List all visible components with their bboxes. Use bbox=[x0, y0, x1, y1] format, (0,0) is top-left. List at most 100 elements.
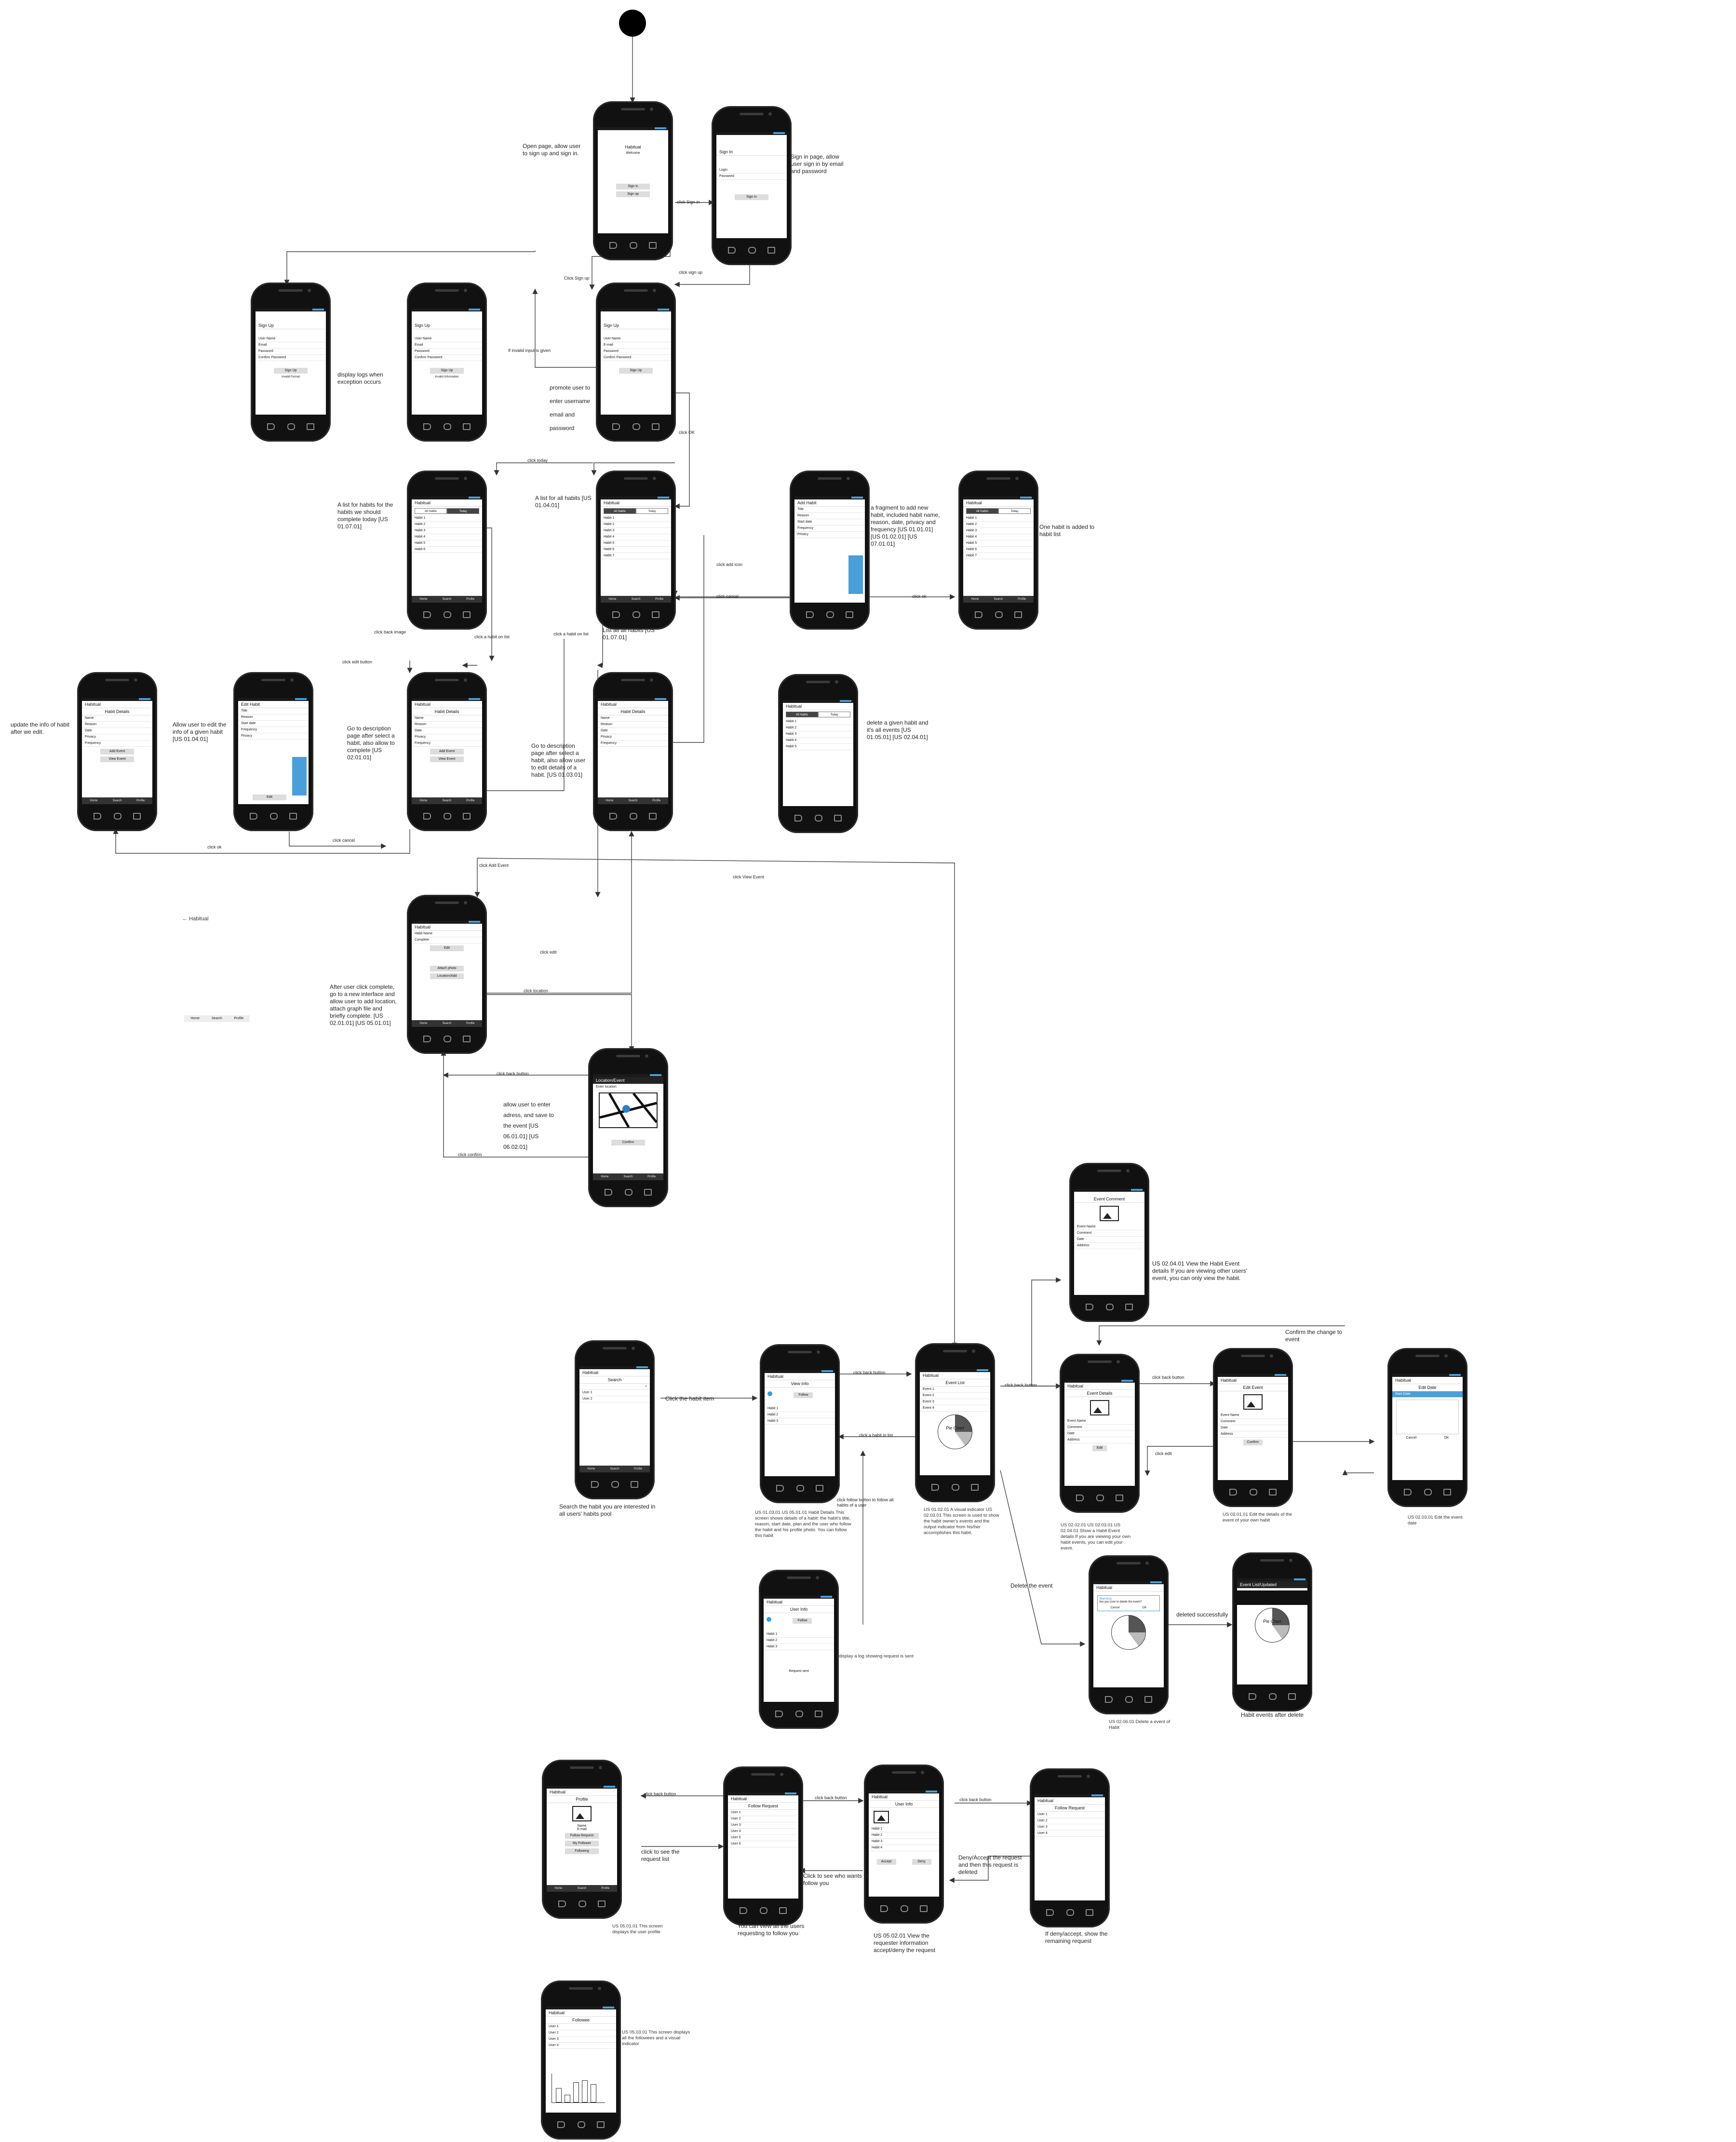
list-item[interactable]: User 1 bbox=[546, 2024, 616, 2030]
list-item[interactable]: Habit 3 bbox=[412, 528, 482, 534]
tab-today[interactable]: Today bbox=[818, 712, 850, 717]
nav-profile[interactable]: Profile bbox=[466, 598, 475, 601]
confirm-location-button[interactable]: Confirm bbox=[611, 1140, 645, 1145]
add-event-button[interactable]: Add Event bbox=[430, 749, 464, 754]
nav-home[interactable]: Home bbox=[971, 598, 979, 601]
sign-up-button[interactable]: Sign up bbox=[616, 191, 650, 197]
nav-home[interactable]: Home bbox=[554, 1887, 563, 1890]
nav-profile[interactable]: Profile bbox=[466, 799, 475, 802]
image-icon[interactable] bbox=[1243, 1394, 1263, 1410]
list-item[interactable]: Habit 7 bbox=[963, 553, 1034, 559]
day-picker[interactable] bbox=[292, 757, 307, 795]
list-item[interactable]: Event 4 bbox=[920, 1405, 990, 1412]
signup-mid-confirm[interactable]: Confirm Password bbox=[412, 355, 482, 361]
nav-home[interactable]: Home bbox=[90, 799, 98, 802]
signup-username[interactable]: User Name bbox=[601, 336, 671, 342]
location-input[interactable]: Enter location bbox=[593, 1084, 663, 1091]
day-picker[interactable] bbox=[848, 555, 863, 594]
signup-mid-button[interactable]: Sign Up bbox=[430, 368, 464, 374]
list-item[interactable]: Habit 6 bbox=[412, 547, 482, 553]
form-field[interactable]: Reason bbox=[238, 714, 309, 721]
sign-in-button[interactable]: Sign in bbox=[616, 184, 650, 189]
list-item[interactable]: User 1 bbox=[1035, 1812, 1105, 1818]
form-field[interactable]: Start date bbox=[238, 721, 309, 727]
list-item[interactable]: User 4 bbox=[728, 1829, 798, 1835]
list-item[interactable]: User 1 bbox=[579, 1390, 650, 1396]
tab-all-habits[interactable]: All Habits bbox=[604, 508, 636, 514]
list-item[interactable]: Habit 1 bbox=[765, 1406, 835, 1412]
list-item[interactable]: Habit 1 bbox=[412, 515, 482, 522]
list-item[interactable]: Habit 1 bbox=[963, 515, 1034, 522]
signup-err-confirm[interactable]: Confirm Password bbox=[256, 355, 326, 361]
signup-email[interactable]: E-mail bbox=[601, 342, 671, 349]
deny-button[interactable]: Deny bbox=[912, 1859, 931, 1865]
list-item[interactable]: Habit 5 bbox=[783, 744, 853, 750]
nav-profile[interactable]: Profile bbox=[601, 1887, 610, 1890]
nav-home[interactable]: Home bbox=[608, 598, 617, 601]
list-item[interactable]: Habit 5 bbox=[601, 540, 671, 547]
list-item[interactable]: Habit 2 bbox=[963, 522, 1034, 528]
login-field[interactable]: Login bbox=[716, 167, 787, 174]
nav-home[interactable]: Home bbox=[419, 799, 428, 802]
list-item[interactable]: Event 1 bbox=[920, 1387, 990, 1393]
tab-today[interactable]: Today bbox=[636, 508, 668, 514]
password-field[interactable]: Password bbox=[716, 174, 787, 180]
tab-today[interactable]: Today bbox=[998, 508, 1031, 514]
accept-button[interactable]: Accept bbox=[876, 1859, 896, 1865]
follow-request-button[interactable]: Follow Request bbox=[565, 1833, 599, 1839]
nav-profile[interactable]: Profile bbox=[634, 1468, 643, 1470]
map-icon[interactable] bbox=[599, 1092, 658, 1128]
list-item[interactable]: Event 2 bbox=[920, 1393, 990, 1399]
ok-button[interactable]: OK bbox=[1142, 1606, 1147, 1609]
list-item[interactable]: Habit 5 bbox=[963, 540, 1034, 547]
list-item[interactable]: Habit 4 bbox=[783, 738, 853, 744]
add-event-button[interactable]: Add Event bbox=[100, 749, 134, 754]
signup-mid-email[interactable]: Email bbox=[412, 342, 482, 349]
edit-event-button[interactable]: Edit bbox=[1092, 1445, 1107, 1451]
list-item[interactable]: Habit 6 bbox=[601, 547, 671, 553]
follow-button[interactable]: Follow bbox=[794, 1392, 813, 1398]
attach-photo-button[interactable]: Attach photo bbox=[430, 966, 464, 971]
form-field[interactable]: Frequency bbox=[238, 727, 309, 733]
nav-home[interactable]: Home bbox=[419, 1022, 428, 1025]
form-field[interactable]: Comment bbox=[1218, 1419, 1288, 1425]
tab-today[interactable]: Today bbox=[447, 508, 479, 514]
nav-profile[interactable]: Profile bbox=[1018, 598, 1026, 601]
nav-profile[interactable]: Profile bbox=[466, 1022, 475, 1025]
nav-home[interactable]: Home bbox=[606, 799, 614, 802]
nav-profile[interactable]: Profile bbox=[655, 598, 664, 601]
nav-search[interactable]: Search bbox=[623, 1175, 633, 1178]
list-item[interactable]: User 3 bbox=[1035, 1824, 1105, 1831]
confirm-button[interactable]: Confirm bbox=[1243, 1440, 1263, 1445]
form-field[interactable]: Event Name bbox=[1218, 1413, 1288, 1419]
list-item[interactable]: User 3 bbox=[546, 2036, 616, 2043]
list-item[interactable]: Habit 4 bbox=[963, 534, 1034, 540]
list-item[interactable]: Habit 5 bbox=[412, 540, 482, 547]
nav-home[interactable]: Home bbox=[587, 1468, 595, 1470]
list-item[interactable]: User 4 bbox=[546, 2043, 616, 2049]
list-item[interactable]: Habit 3 bbox=[764, 1644, 834, 1650]
list-item[interactable]: User 2 bbox=[728, 1816, 798, 1822]
list-item[interactable]: Habit 6 bbox=[963, 547, 1034, 553]
nav-home[interactable]: Home bbox=[190, 1017, 200, 1020]
list-item[interactable]: Habit 4 bbox=[601, 534, 671, 540]
nav-search[interactable]: Search bbox=[631, 598, 641, 601]
edit-button[interactable]: Edit bbox=[253, 795, 286, 800]
nav-profile[interactable]: Profile bbox=[647, 1175, 656, 1178]
nav-home[interactable]: Home bbox=[601, 1175, 609, 1178]
list-item[interactable]: Habit 3 bbox=[783, 731, 853, 738]
nav-search[interactable]: Search bbox=[112, 799, 122, 802]
signup-password[interactable]: Password bbox=[601, 349, 671, 355]
list-item[interactable]: Habit 3 bbox=[963, 528, 1034, 534]
nav-search[interactable]: Search bbox=[994, 598, 1003, 601]
list-item[interactable]: Habit 4 bbox=[412, 534, 482, 540]
nav-search[interactable]: Search bbox=[610, 1468, 619, 1470]
nav-profile[interactable]: Profile bbox=[136, 799, 145, 802]
cancel-button[interactable]: Cancel bbox=[1110, 1606, 1120, 1609]
form-field[interactable]: Title bbox=[238, 708, 309, 714]
signup-err-button[interactable]: Sign Up bbox=[274, 368, 308, 374]
nav-search[interactable]: Search bbox=[442, 598, 452, 601]
tab-all-habits[interactable]: All Habits bbox=[966, 508, 998, 514]
list-item[interactable]: User 6 bbox=[728, 1841, 798, 1847]
nav-search[interactable]: Search bbox=[577, 1887, 587, 1890]
